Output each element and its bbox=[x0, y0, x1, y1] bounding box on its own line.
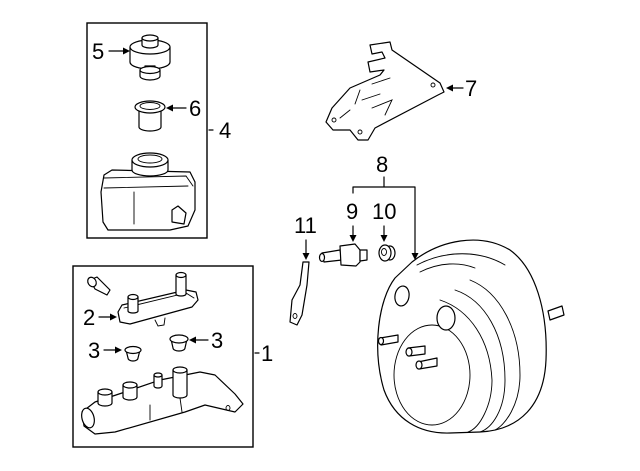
callout-11-arrowhead bbox=[302, 253, 310, 260]
grommet-left-part[interactable] bbox=[124, 345, 142, 362]
master-cylinder-group-box bbox=[72, 265, 254, 448]
callout-1-label[interactable]: 1 bbox=[261, 341, 273, 366]
callout-8-label[interactable]: 8 bbox=[376, 152, 388, 177]
callout-6-arrowhead bbox=[166, 104, 173, 112]
strainer-part[interactable] bbox=[134, 100, 166, 132]
callout-8-arrowhead bbox=[411, 253, 419, 260]
callout-2-label[interactable]: 2 bbox=[83, 305, 95, 330]
callout-7-arrowhead bbox=[446, 84, 453, 92]
callout-9-arrowhead bbox=[349, 235, 357, 242]
callout-3b-label[interactable]: 3 bbox=[211, 328, 223, 353]
callout-2-arrowhead bbox=[110, 313, 117, 321]
brake-booster-part[interactable] bbox=[377, 239, 565, 434]
callout-8-bracket bbox=[352, 176, 416, 255]
callout-10-label[interactable]: 10 bbox=[372, 199, 396, 224]
grommet-plate-part[interactable] bbox=[117, 271, 199, 327]
callout-5-label[interactable]: 5 bbox=[92, 39, 104, 64]
callout-7-label[interactable]: 7 bbox=[465, 76, 477, 101]
callout-11-label[interactable]: 11 bbox=[294, 213, 317, 238]
check-valve-part[interactable] bbox=[318, 243, 368, 267]
callout-6-label[interactable]: 6 bbox=[189, 96, 201, 121]
reservoir-tank-part[interactable] bbox=[100, 152, 196, 231]
callout-4-label[interactable]: 4 bbox=[219, 118, 231, 143]
callout-9-label[interactable]: 9 bbox=[346, 199, 358, 224]
callout-3a-label[interactable]: 3 bbox=[88, 338, 100, 363]
callout-3b-arrowhead bbox=[189, 336, 196, 344]
callout-3a-arrowhead bbox=[115, 346, 122, 354]
master-cylinder-body-part[interactable] bbox=[80, 366, 244, 435]
clip-link-part[interactable] bbox=[289, 261, 310, 326]
reservoir-group-box bbox=[86, 22, 208, 239]
callout-10-arrowhead bbox=[380, 235, 388, 242]
bracket-part[interactable] bbox=[325, 41, 445, 141]
reservoir-cap-part[interactable] bbox=[129, 34, 171, 81]
callout-5-arrowhead bbox=[123, 47, 130, 55]
booster-grommet-part[interactable] bbox=[378, 244, 396, 262]
pin-part[interactable] bbox=[86, 276, 111, 296]
grommet-right-part[interactable] bbox=[169, 334, 189, 352]
